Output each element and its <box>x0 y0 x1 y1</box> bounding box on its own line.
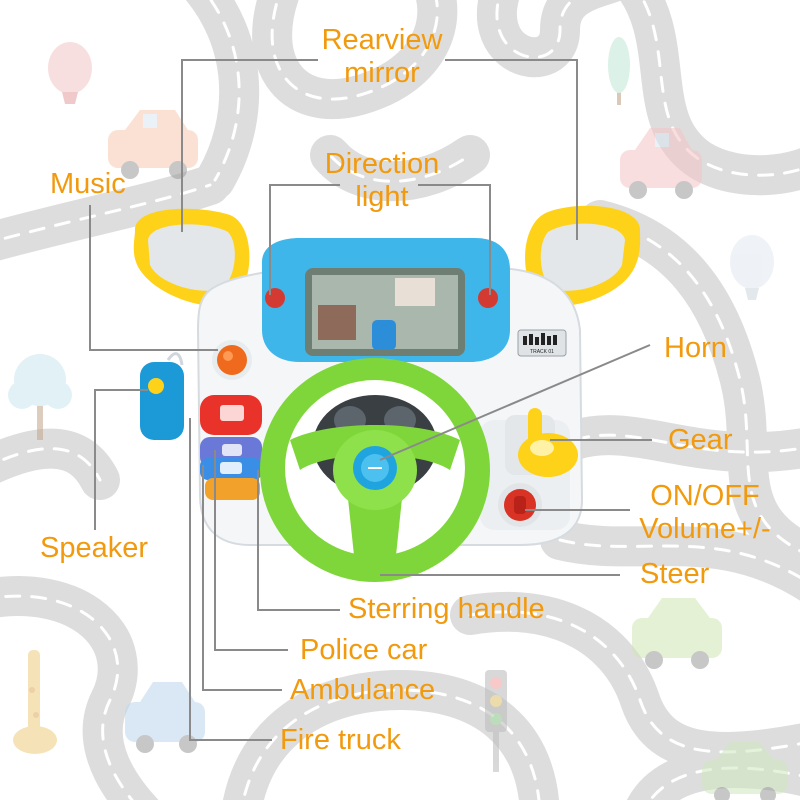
label-rearview-mirror-line2: mirror <box>344 57 420 89</box>
left-rearview-mirror <box>133 208 250 315</box>
leader-horn <box>379 344 651 461</box>
leader-direction-light-right <box>418 184 491 295</box>
label-sterring-handle: Sterring handle <box>348 593 545 625</box>
label-police-car: Police car <box>300 634 428 666</box>
label-volume: Volume+/- <box>639 513 771 545</box>
right-rearview-mirror <box>525 205 641 315</box>
label-steer: Steer <box>640 558 710 590</box>
track-display-text: TRACK 01 <box>530 349 554 355</box>
leader-sterring-handle <box>257 470 340 611</box>
label-horn: Horn <box>664 332 727 364</box>
label-direction-light: Direction light <box>318 148 446 214</box>
label-speaker: Speaker <box>40 532 149 564</box>
horn-button[interactable] <box>353 446 397 490</box>
music-button[interactable] <box>212 340 252 380</box>
right-direction-light[interactable] <box>478 288 498 308</box>
label-ambulance: Ambulance <box>290 674 436 706</box>
label-on-off-volume: ON/OFF Volume+/- <box>634 480 776 546</box>
leader-direction-light-left <box>269 184 340 295</box>
label-rearview-mirror: Rearview mirror <box>318 24 446 90</box>
hot-air-balloon-icon <box>48 42 92 104</box>
label-gear: Gear <box>668 424 733 456</box>
ambulance-button[interactable] <box>200 458 262 480</box>
car-icon <box>702 742 788 800</box>
label-on-off: ON/OFF <box>650 480 760 512</box>
leader-ambulance <box>202 465 282 691</box>
car-icon <box>108 110 198 179</box>
volume-knob[interactable] <box>498 483 542 527</box>
leader-fire-truck <box>189 418 272 741</box>
label-direction-light-line2: light <box>355 181 409 213</box>
car-icon <box>632 598 722 669</box>
tree-icon <box>608 37 630 105</box>
speaker-button[interactable] <box>140 352 184 440</box>
gear-lever[interactable] <box>505 408 578 477</box>
toy-dashboard: TRACK 01 <box>133 205 641 582</box>
giraffe-icon <box>13 650 57 754</box>
left-direction-light[interactable] <box>265 288 285 308</box>
leader-police-car <box>214 450 288 651</box>
extra-sound-button[interactable] <box>205 478 260 500</box>
tree-icon <box>8 354 72 440</box>
label-fire-truck: Fire truck <box>280 724 401 756</box>
hot-air-balloon-icon <box>730 235 774 300</box>
label-rearview-mirror-line1: Rearview <box>321 24 443 56</box>
fire-truck-button[interactable] <box>200 395 262 435</box>
car-icon <box>620 128 702 199</box>
track-display: TRACK 01 <box>517 329 567 357</box>
leader-rearview-mirror-right <box>445 59 578 240</box>
dashboard-screen-frame <box>262 238 510 362</box>
leader-music <box>89 205 218 351</box>
label-music: Music <box>50 168 126 200</box>
label-direction-light-line1: Direction <box>324 148 440 180</box>
car-icon <box>125 682 205 753</box>
traffic-light-icon <box>485 670 507 772</box>
leader-lines <box>89 59 652 741</box>
leader-rearview-mirror-left <box>181 59 318 232</box>
leader-speaker <box>94 389 148 530</box>
